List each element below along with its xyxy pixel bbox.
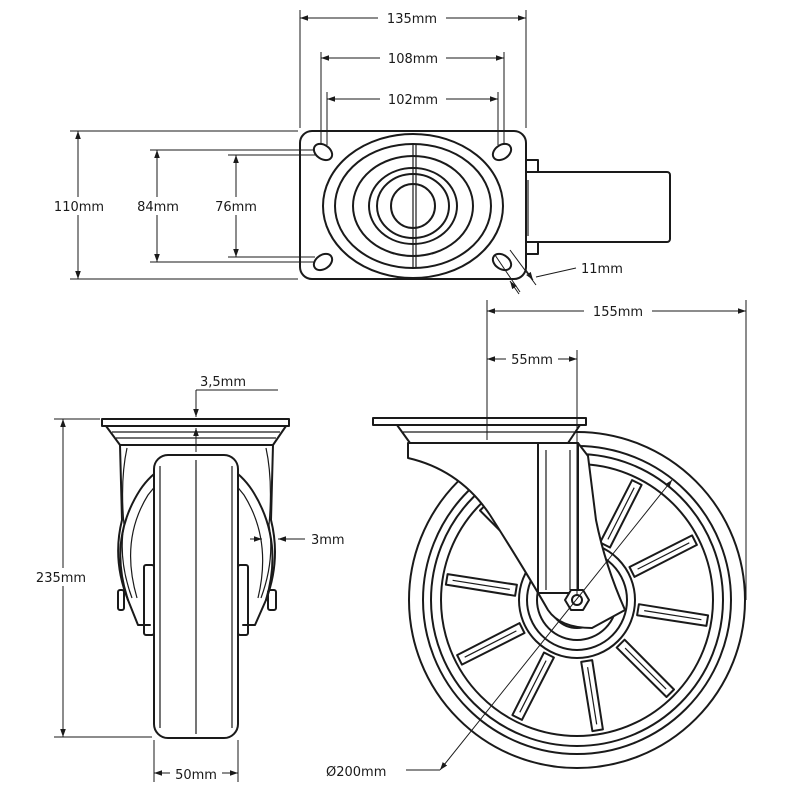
- label-diameter-200mm: Ø200mm: [326, 765, 386, 780]
- bolt-hole-tl: [312, 142, 334, 162]
- label-50mm: 50mm: [175, 768, 217, 783]
- dim-plate-length: 110mm: [48, 130, 298, 280]
- label-11mm: 11mm: [581, 262, 623, 277]
- dim-swivel-radius: 155mm: [486, 300, 747, 600]
- dim-wheel-diameter: Ø200mm: [326, 479, 673, 780]
- dim-hole-spacing-84: 84mm: [130, 149, 315, 263]
- label-155mm: 155mm: [593, 305, 643, 320]
- front-plate: [101, 418, 290, 427]
- dim-hole-size: 11mm: [494, 249, 623, 295]
- side-plate: [372, 417, 587, 426]
- label-76mm: 76mm: [215, 200, 257, 215]
- dim-hole-spacing-108: 108mm: [320, 49, 505, 145]
- top-view: 135mm 108mm 102mm 110mm: [48, 9, 671, 295]
- bolt-hole-br: [491, 252, 513, 272]
- dim-wheel-width: 50mm: [153, 740, 239, 783]
- bolt-hole-bl: [312, 252, 334, 272]
- label-110mm: 110mm: [54, 200, 104, 215]
- wheel-spoke-rib: [637, 542, 690, 570]
- label-102mm: 102mm: [388, 93, 438, 108]
- dim-offset: 55mm: [487, 350, 578, 596]
- dim-hole-spacing-102: 102mm: [326, 90, 499, 145]
- label-108mm: 108mm: [388, 52, 438, 67]
- label-135mm: 135mm: [387, 12, 437, 27]
- dim-plate-width: 135mm: [299, 9, 527, 128]
- label-55mm: 55mm: [511, 353, 553, 368]
- dim-total-height: 235mm: [28, 418, 152, 738]
- wheel-spoke-rib: [519, 660, 547, 713]
- label-3-5mm: 3,5mm: [200, 375, 246, 390]
- front-view: 3,5mm 3mm 235mm 50mm: [28, 375, 345, 783]
- dim-fork-thickness: 3mm: [250, 533, 345, 548]
- bolt-hole-tr: [491, 142, 513, 162]
- side-view: 155mm 55mm Ø200mm: [326, 300, 747, 780]
- label-235mm: 235mm: [36, 571, 86, 586]
- wheel-spoke-rib: [624, 647, 667, 690]
- label-3mm: 3mm: [311, 533, 345, 548]
- top-view-swivel-arm: [519, 159, 671, 255]
- wheel-spoke-rib: [464, 630, 517, 658]
- dim-plate-thickness: 3,5mm: [193, 375, 278, 452]
- top-swivel-rings: [322, 133, 504, 279]
- label-84mm: 84mm: [137, 200, 179, 215]
- dim-hole-spacing-76: 76mm: [208, 154, 315, 258]
